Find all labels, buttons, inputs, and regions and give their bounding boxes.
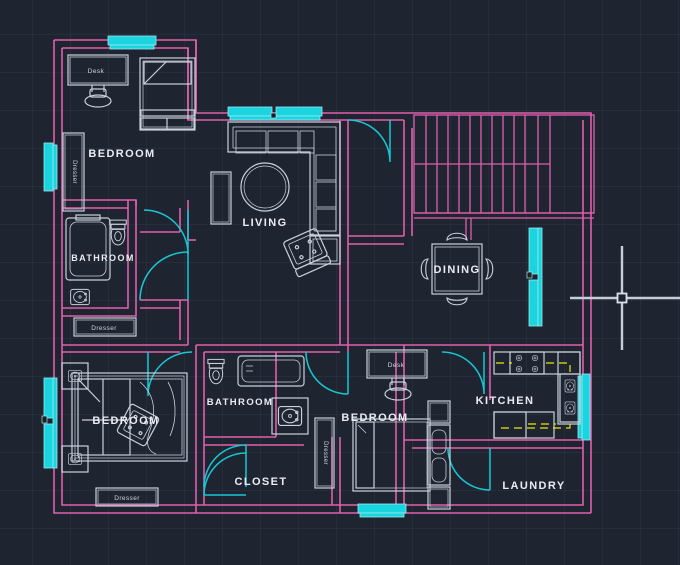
- staircase: [413, 114, 595, 240]
- room-labels: BEDROOM LIVING BATHROOM DINING BEDROOM B…: [71, 148, 565, 492]
- sink-mid: [271, 397, 309, 435]
- room-label-closet: CLOSET: [234, 476, 287, 488]
- desk-top-left: [67, 54, 129, 108]
- window-bottom-bedroom: [357, 503, 407, 518]
- bed-master: [61, 362, 188, 473]
- furniture-label-desk-bottom-mid: Desk: [388, 362, 405, 369]
- counter-dash-lines: [496, 362, 571, 429]
- room-label-bathroom-top-left: BATHROOM: [71, 253, 135, 263]
- walls: [53, 39, 592, 514]
- window-left-master: [41, 377, 58, 469]
- furniture-label-dresser-bath-left: Dresser: [91, 325, 117, 332]
- desk-bottom-mid: [366, 349, 428, 401]
- doors: [139, 119, 491, 496]
- bathtub-mid: [237, 355, 305, 387]
- dresser-bath-left: [73, 317, 137, 337]
- furniture-label-desk-top-left: Desk: [88, 68, 105, 75]
- bathtub-top-left: [65, 214, 111, 281]
- furniture-labels: Desk Desk Dresser Dresser Dresser Dresse…: [71, 68, 405, 502]
- bed-top-left: [139, 57, 196, 131]
- dining-table: [420, 232, 494, 306]
- room-label-dining: DINING: [434, 264, 481, 276]
- sink-kitchen: [559, 373, 581, 423]
- dresser-bottom-left: [95, 487, 159, 507]
- room-label-living: LIVING: [242, 217, 287, 229]
- room-label-bedroom-bottom-left: BEDROOM: [92, 415, 159, 427]
- crosshair-cursor[interactable]: [570, 246, 680, 350]
- pickbox: [616, 292, 628, 304]
- dresser-top-left: [62, 132, 85, 212]
- room-label-laundry: LAUNDRY: [502, 480, 565, 492]
- window-top-bedroom: [107, 35, 157, 50]
- armchair-living: [283, 228, 332, 278]
- windows: [41, 35, 591, 518]
- toilet-top-left: [109, 219, 127, 246]
- sink-top-left: [70, 288, 90, 306]
- toilet-mid: [207, 358, 225, 385]
- window-left-bedroom: [43, 142, 58, 192]
- coffee-table: [240, 162, 290, 212]
- furniture: [61, 54, 581, 510]
- room-label-bathroom-mid: BATHROOM: [207, 397, 273, 408]
- stove-kitchen: [509, 351, 545, 375]
- dresser-closet: [314, 417, 335, 489]
- sofa-living: [227, 121, 341, 265]
- console-living: [210, 171, 232, 225]
- bed-bottom-mid: [352, 400, 451, 510]
- furniture-label-dresser-bottom-left: Dresser: [114, 495, 140, 502]
- furniture-label-dresser-closet: Dresser: [322, 441, 328, 465]
- furniture-label-dresser-top-left: Dresser: [71, 160, 77, 184]
- window-top-living: [227, 106, 323, 121]
- window-right-dining: [526, 227, 543, 327]
- room-label-bedroom-top-left: BEDROOM: [88, 148, 155, 160]
- room-label-bedroom-bottom-mid: BEDROOM: [341, 412, 408, 424]
- room-label-kitchen: KITCHEN: [476, 395, 535, 407]
